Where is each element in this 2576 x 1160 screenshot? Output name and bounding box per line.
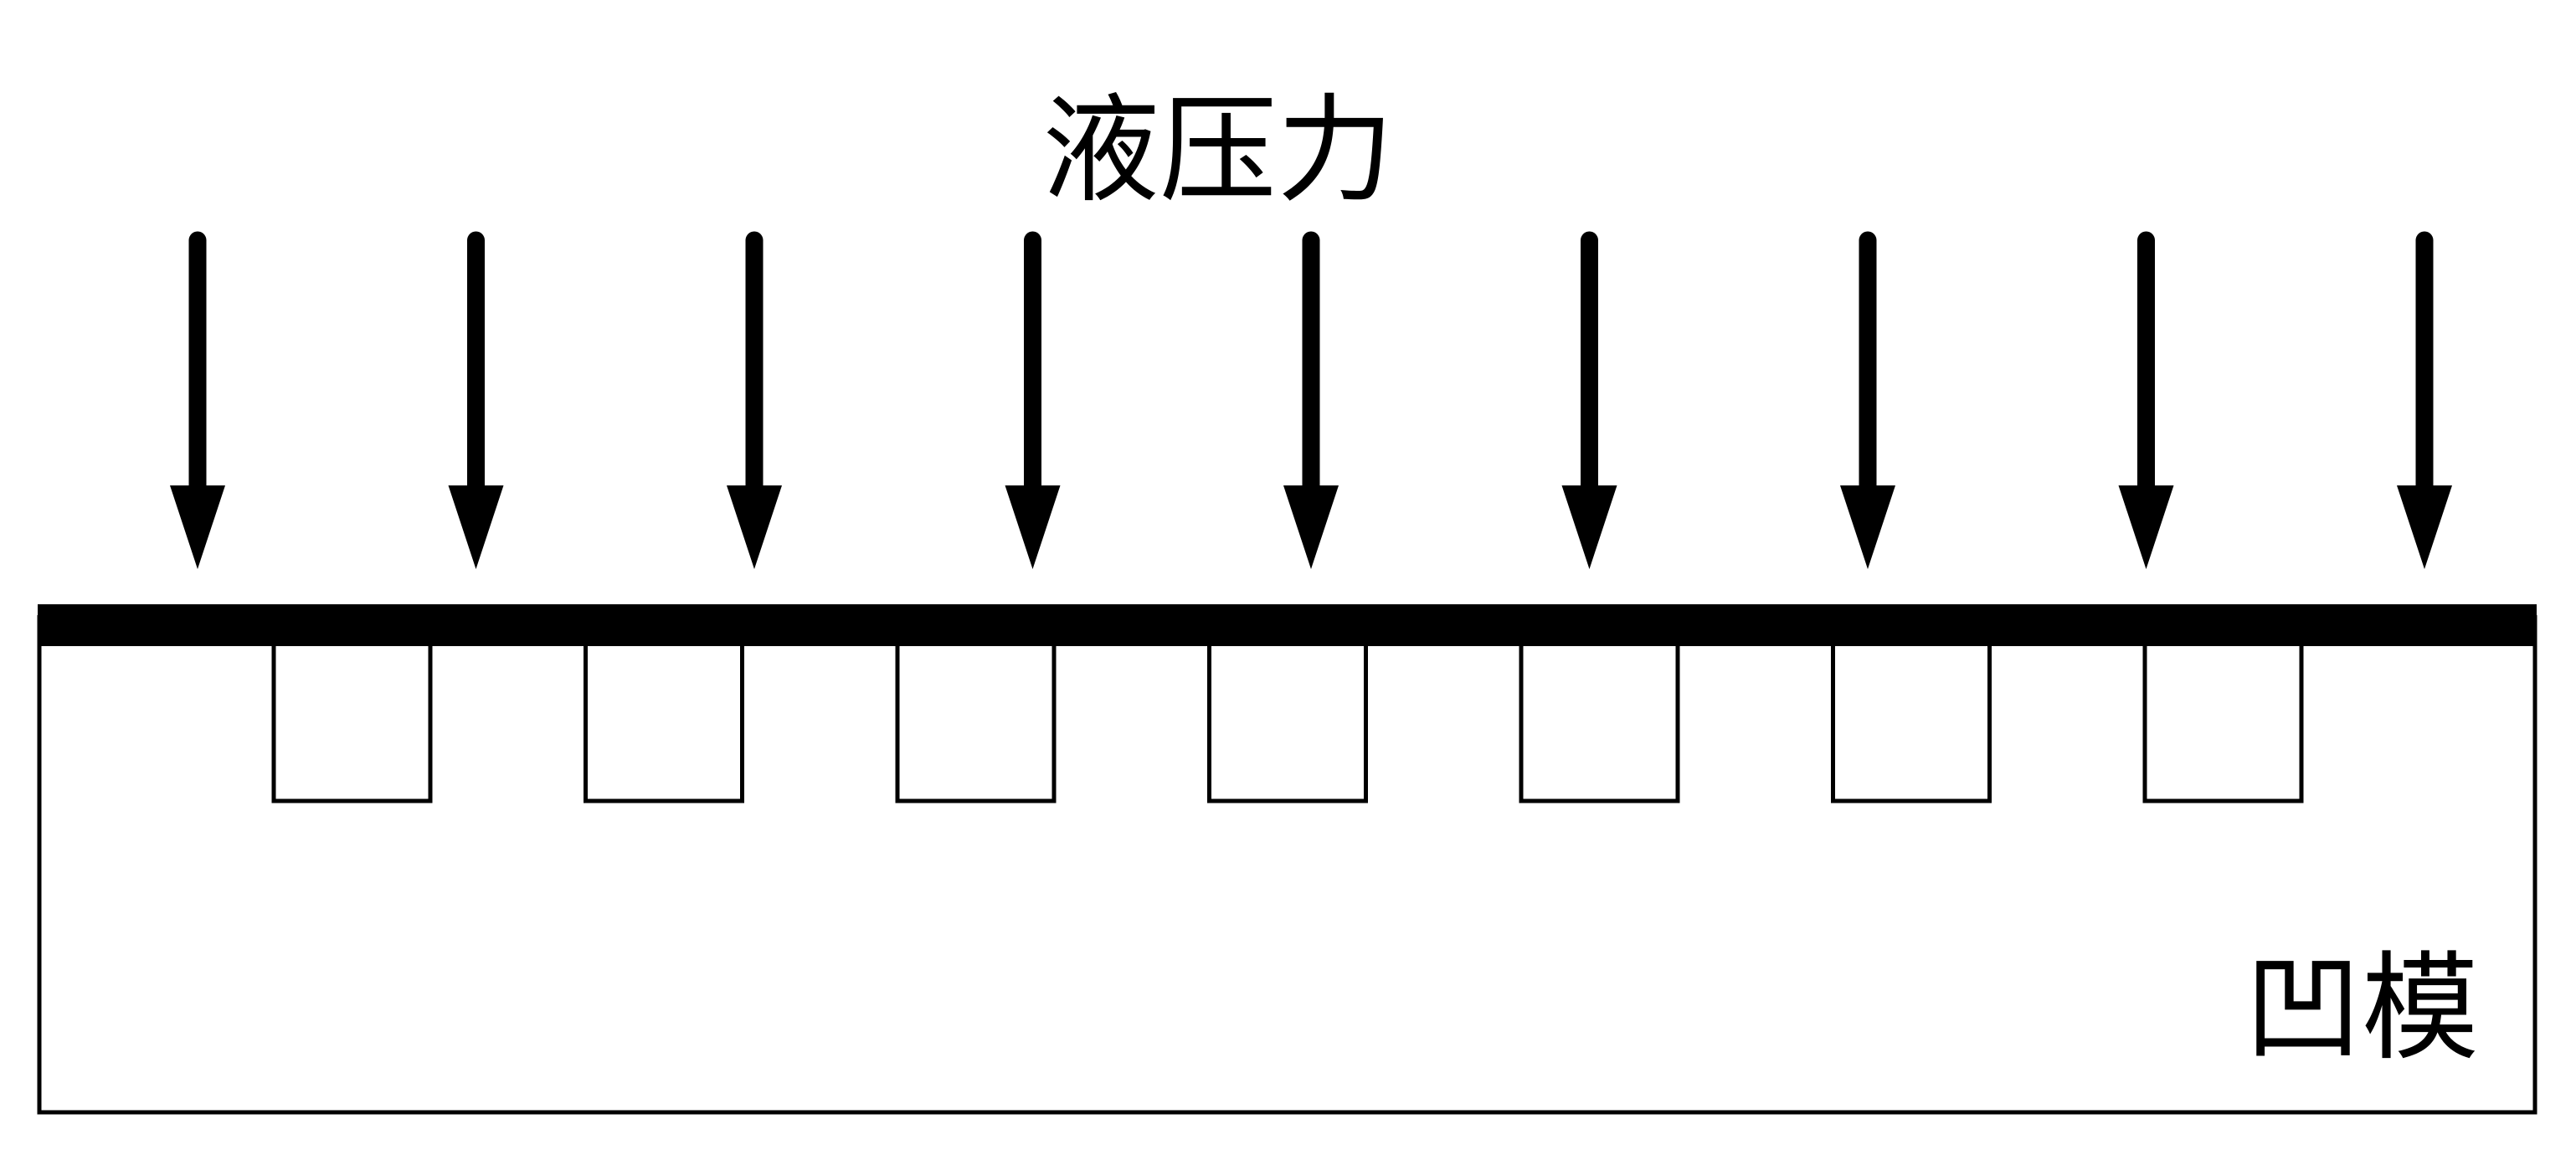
arrow-head [1283, 485, 1339, 569]
sheet-blank [38, 604, 2537, 646]
die-grooves [271, 644, 2304, 803]
arrow-head [170, 485, 225, 569]
arrow-head [727, 485, 782, 569]
arrow-head [1561, 485, 1617, 569]
die-groove [1519, 644, 1680, 803]
die-groove [2142, 644, 2304, 803]
arrow-head [448, 485, 504, 569]
arrow-head [2397, 485, 2452, 569]
pressure-arrow [448, 231, 504, 569]
die-groove [895, 644, 1057, 803]
pressure-arrow [2397, 231, 2452, 569]
pressure-arrow [727, 231, 782, 569]
arrow-head [2118, 485, 2174, 569]
arrow-head [1005, 485, 1061, 569]
die-label: 凹模 [2244, 941, 2479, 1077]
die [37, 615, 2537, 1115]
die-groove [271, 644, 433, 803]
pressure-arrows [170, 231, 2452, 569]
die-groove [1831, 644, 1992, 803]
die-groove [584, 644, 744, 803]
pressure-arrow [1283, 231, 1339, 569]
pressure-arrow [1561, 231, 1617, 569]
pressure-arrow [2118, 231, 2174, 569]
arrow-head [1840, 485, 1895, 569]
die-outline [37, 615, 2537, 1115]
die-groove [1207, 644, 1368, 803]
pressure-arrow [1840, 231, 1895, 569]
pressure-arrow [1005, 231, 1061, 569]
pressure-label: 液压力 [1042, 83, 1394, 219]
pressure-arrow [170, 231, 225, 569]
